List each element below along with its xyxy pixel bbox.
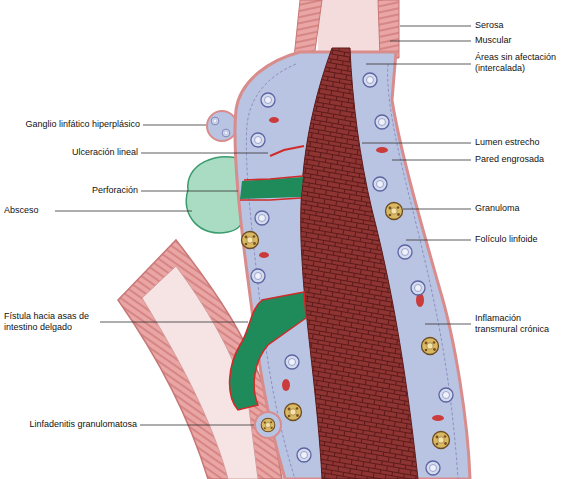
follicle: [439, 388, 453, 402]
part-label: Áreas sin afectación (intercalada): [475, 52, 564, 74]
follicle: [255, 211, 269, 225]
part-label: Folículo linfoide: [475, 234, 564, 245]
part-label: Serosa: [475, 20, 564, 31]
part-label: Linfadenitis granulomatosa: [2, 419, 137, 430]
part-label: Absceso: [4, 205, 50, 216]
granuloma: [242, 232, 259, 249]
follicle: [251, 133, 265, 147]
part-label: Pared engrosada: [475, 154, 564, 165]
inflammation: [376, 147, 388, 153]
follicle: [297, 448, 311, 462]
follicle: [285, 355, 299, 369]
part-label: Ulceración lineal: [2, 147, 138, 158]
follicle: [261, 93, 275, 107]
part-label: Perforación: [2, 185, 138, 196]
fistula: [230, 292, 306, 410]
linear-ulcer: [270, 146, 304, 156]
follicle: [251, 269, 265, 283]
ulcer-edge: [240, 176, 303, 200]
follicle: [222, 129, 230, 137]
granuloma: [386, 203, 403, 220]
muscular-wall: [378, 0, 399, 58]
part-label: Granuloma: [475, 203, 564, 214]
follicle: [411, 281, 425, 295]
inflammation: [259, 252, 269, 258]
lymph-node: [207, 111, 237, 141]
part-label: Inflamación transmural crónica: [475, 313, 564, 335]
inflammation: [282, 379, 290, 391]
granuloma: [285, 404, 302, 421]
lymph-node: [255, 412, 281, 438]
follicle: [426, 461, 440, 475]
part-label: Fístula hacia asas de intestino delgado: [4, 311, 94, 333]
perforation: [240, 177, 303, 199]
follicle: [373, 177, 387, 191]
follicle: [375, 115, 389, 129]
muscular-wall: [294, 0, 322, 58]
part-label: Ganglio linfático hiperplásico: [2, 119, 140, 130]
granuloma: [422, 338, 439, 355]
narrow-lumen: [301, 48, 418, 479]
part-label: Muscular: [475, 35, 564, 46]
follicle: [398, 245, 412, 259]
follicle: [363, 73, 377, 87]
part-label: Lumen estrecho: [475, 137, 564, 148]
granuloma: [261, 418, 275, 432]
inflammation: [269, 117, 279, 123]
inflammation: [432, 415, 444, 421]
granuloma: [433, 432, 450, 449]
leader-lines: [55, 26, 471, 425]
follicle: [211, 117, 219, 125]
